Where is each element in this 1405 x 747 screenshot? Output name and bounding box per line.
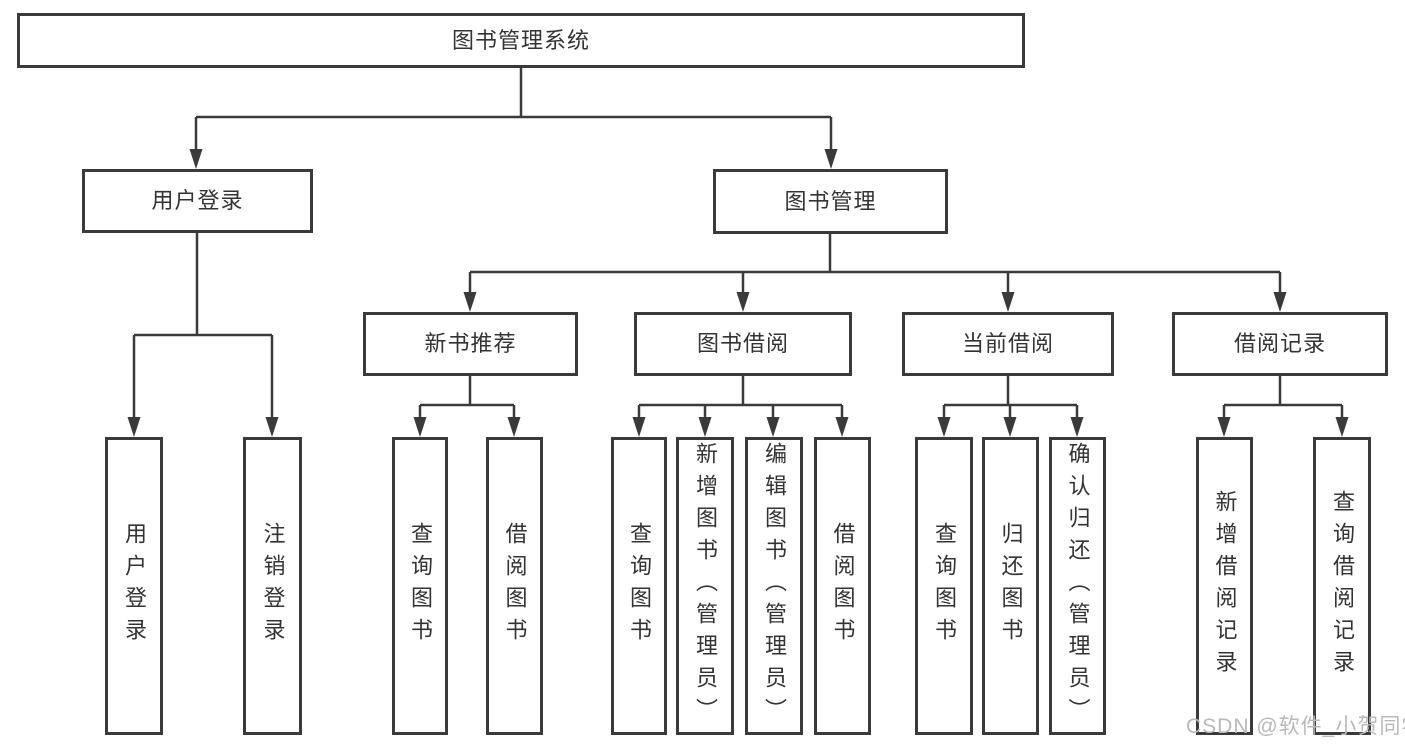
node-borrowing-records: 借阅记录 [1172,312,1388,376]
node-label: 新增图书（管理员） [693,442,718,730]
leaf-confirm-return-admin: 确认归还（管理员） [1049,437,1106,735]
node-label: 查询图书 [627,522,652,650]
leaf-logout-login: 注销登录 [243,437,302,735]
node-book-management: 图书管理 [713,169,948,234]
leaf-return-book: 归还图书 [982,437,1039,735]
node-label: 查询图书 [932,522,957,650]
node-label: 当前借阅 [961,331,1054,356]
node-label: 归还图书 [998,522,1024,650]
leaf-query-books-recommend: 查询图书 [392,437,448,735]
node-label: 查询借阅记录 [1330,490,1355,682]
node-label: 确认归还（管理员） [1065,442,1091,730]
leaf-borrow-books: 借阅图书 [814,437,871,735]
leaf-user-login: 用户登录 [105,437,163,735]
node-label: 查询图书 [408,522,433,650]
leaf-add-book-admin: 新增图书（管理员） [676,437,734,735]
node-user-login: 用户登录 [82,169,313,233]
node-current-borrowing: 当前借阅 [902,312,1114,376]
node-label: 借阅记录 [1233,331,1326,356]
node-label: 借阅图书 [830,522,856,650]
node-label: 图书管理系统 [451,27,590,53]
node-label: 用户登录 [122,522,147,650]
leaf-query-books-borrow: 查询图书 [611,437,667,735]
node-book-borrowing: 图书借阅 [634,312,852,376]
node-label: 图书借阅 [696,331,789,356]
node-label: 图书管理 [784,188,877,214]
node-label: 注销登录 [260,522,286,650]
watermark: CSDN @软件_小贺同学 [1186,715,1405,738]
node-label: 用户登录 [151,188,244,213]
node-new-book-recommendation: 新书推荐 [363,312,578,376]
leaf-add-borrow-record: 新增借阅记录 [1196,437,1253,735]
node-label: 新增借阅记录 [1212,490,1238,682]
node-label: 新书推荐 [424,331,517,356]
node-label: 借阅图书 [502,522,528,650]
leaf-query-borrow-record: 查询借阅记录 [1313,437,1371,735]
leaf-edit-book-admin: 编辑图书（管理员） [745,437,803,735]
node-library-management-system: 图书管理系统 [17,13,1025,68]
leaf-query-books-current: 查询图书 [915,437,973,735]
node-label: 编辑图书（管理员） [762,442,787,730]
leaf-borrow-books-recommend: 借阅图书 [486,437,543,735]
